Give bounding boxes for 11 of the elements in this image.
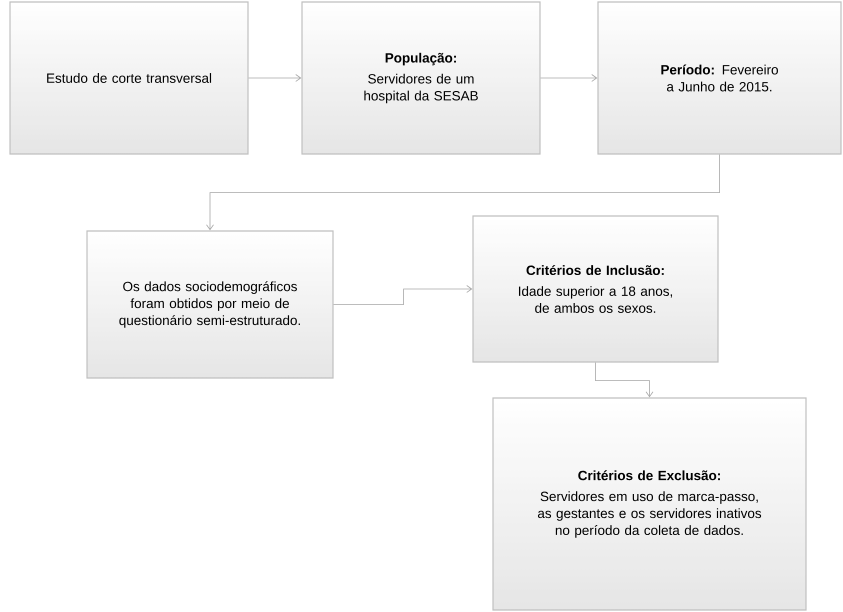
process-box: Período: Fevereiro a Junho de 2015. <box>597 1 842 155</box>
process-box: Estudo de corte transversal <box>9 1 249 155</box>
process-box: Critérios de Inclusão: Idade superior a 18 anos, de ambos os sexos. <box>472 215 719 363</box>
arrow <box>540 74 598 82</box>
arrow <box>248 74 302 82</box>
arrow <box>333 285 472 305</box>
arrow <box>595 362 654 398</box>
process-box: População: Servidores de um hospital da SESAB <box>301 1 541 155</box>
arrow <box>206 154 720 230</box>
process-box: Critérios de Exclusão: Servidores em uso de marca-passo, as gestantes e os servidores inativos no período da coleta de dados. <box>492 397 807 611</box>
process-box: Os dados sociodemográficos foram obtidos por meio de questionário semi-estruturado. <box>86 230 334 379</box>
